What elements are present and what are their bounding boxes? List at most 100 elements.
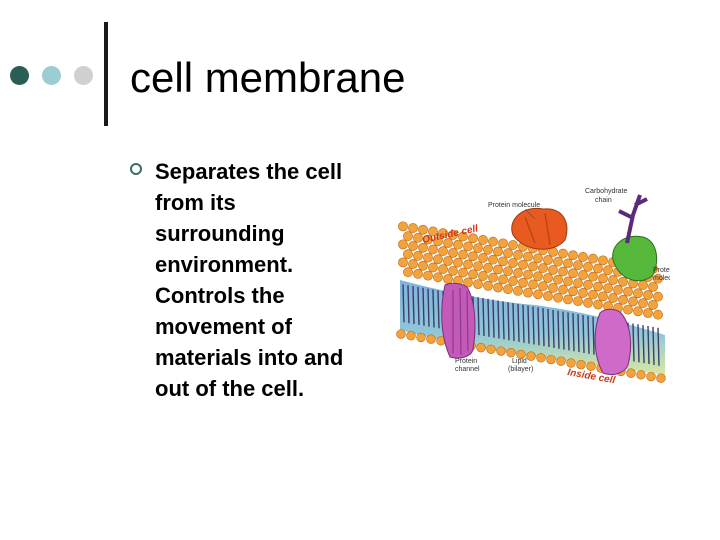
- lipid-tail: [527, 305, 530, 344]
- lipid-head: [538, 281, 548, 292]
- lipid-tail: [497, 300, 500, 339]
- lipid-head: [573, 260, 583, 271]
- lipid-head: [613, 285, 623, 295]
- lipid-head: [473, 243, 483, 254]
- lipid-head: [626, 368, 636, 378]
- lipid-head: [418, 242, 428, 253]
- lipid-head: [633, 306, 643, 317]
- lipid-head: [588, 253, 598, 264]
- lipid-head: [443, 256, 453, 266]
- lipid-head: [463, 259, 473, 270]
- lipid-head: [528, 261, 538, 272]
- lipid-head: [588, 271, 598, 282]
- lipid-head: [636, 370, 646, 380]
- lipid-head: [593, 263, 603, 274]
- lipid-head: [563, 294, 573, 305]
- lipid-head: [398, 221, 408, 232]
- lipid-head: [523, 251, 533, 262]
- lipid-head: [463, 277, 473, 288]
- lipid-tail: [537, 307, 540, 346]
- lipid-head: [558, 266, 568, 277]
- lipid-head: [458, 267, 468, 278]
- lipid-head: [526, 351, 536, 361]
- lipid-head: [433, 236, 443, 247]
- lipid-head: [493, 246, 503, 257]
- lipid-head: [408, 223, 418, 233]
- lipid-head: [593, 299, 603, 310]
- lipid-head: [553, 292, 563, 303]
- lipid-head: [533, 289, 543, 300]
- lipid-tail: [522, 304, 525, 343]
- lipid-head: [543, 255, 553, 265]
- lipid-tail: [562, 311, 565, 350]
- lipid-head: [633, 288, 643, 299]
- lipid-head: [608, 293, 618, 303]
- lipid-head: [598, 291, 608, 302]
- lipid-head: [438, 264, 448, 275]
- lipid-head: [593, 281, 603, 292]
- lipid-head: [408, 241, 418, 251]
- lipid-head: [546, 354, 556, 365]
- carbohydrate-chain: [618, 194, 648, 244]
- lipid-tail: [637, 324, 640, 363]
- receptor-protein: [612, 235, 658, 282]
- lipid-head: [556, 356, 566, 366]
- lipid-head: [603, 283, 613, 294]
- lipid-head: [513, 250, 523, 260]
- dot-light: [42, 66, 61, 85]
- lipid-head: [618, 294, 628, 305]
- lipid-head: [568, 250, 578, 261]
- lipid-tail: [437, 290, 440, 329]
- lipid-head: [648, 299, 658, 310]
- dot-dark: [10, 66, 29, 85]
- lipid-head: [623, 304, 633, 315]
- lipid-tail: [517, 303, 520, 342]
- lipid-head: [396, 329, 406, 339]
- bullet-ring-icon: [130, 163, 142, 175]
- lipid-tail: [647, 325, 650, 365]
- lipid-head: [453, 239, 463, 250]
- lipid-head: [418, 224, 428, 235]
- lipid-tail: [592, 316, 595, 355]
- lipid-head: [543, 273, 553, 283]
- lipid-head: [523, 287, 533, 298]
- lipid-head: [468, 233, 478, 244]
- lipid-head: [463, 241, 473, 252]
- lipid-head: [468, 251, 478, 262]
- lipid-tail: [492, 299, 495, 338]
- lipid-head: [508, 240, 518, 250]
- lipid-head: [478, 271, 488, 281]
- lipid-head: [493, 282, 503, 293]
- lipid-head: [413, 251, 423, 261]
- lipid-tail: [587, 315, 590, 354]
- dot-grey: [74, 66, 93, 85]
- lipid-tail: [502, 301, 505, 340]
- lipid-head: [428, 244, 438, 255]
- lipid-head: [598, 255, 608, 266]
- bullet-text: Separates the cell from its surrounding …: [155, 159, 344, 401]
- lipid-head: [518, 259, 528, 270]
- lipid-head: [503, 248, 513, 259]
- lipid-head: [656, 373, 666, 383]
- lipid-head: [533, 271, 543, 282]
- lipid-tail: [552, 309, 555, 348]
- lipid-tail: [402, 284, 405, 323]
- lipid-tail: [482, 297, 485, 336]
- lipid-head: [408, 259, 418, 269]
- lipid-head: [643, 290, 653, 300]
- lipid-head: [423, 270, 433, 281]
- lipid-head: [638, 298, 648, 309]
- lipid-head: [433, 272, 443, 283]
- lipid-head: [453, 257, 463, 268]
- lipid-head: [583, 261, 593, 272]
- lipid-head: [516, 349, 526, 360]
- decorative-dots: [10, 66, 100, 86]
- lipid-head: [438, 228, 448, 239]
- lipid-tail: [487, 298, 490, 337]
- lipid-head: [443, 274, 453, 284]
- lipid-head: [503, 284, 513, 295]
- lipid-tail: [512, 303, 515, 342]
- lipid-head: [433, 254, 443, 265]
